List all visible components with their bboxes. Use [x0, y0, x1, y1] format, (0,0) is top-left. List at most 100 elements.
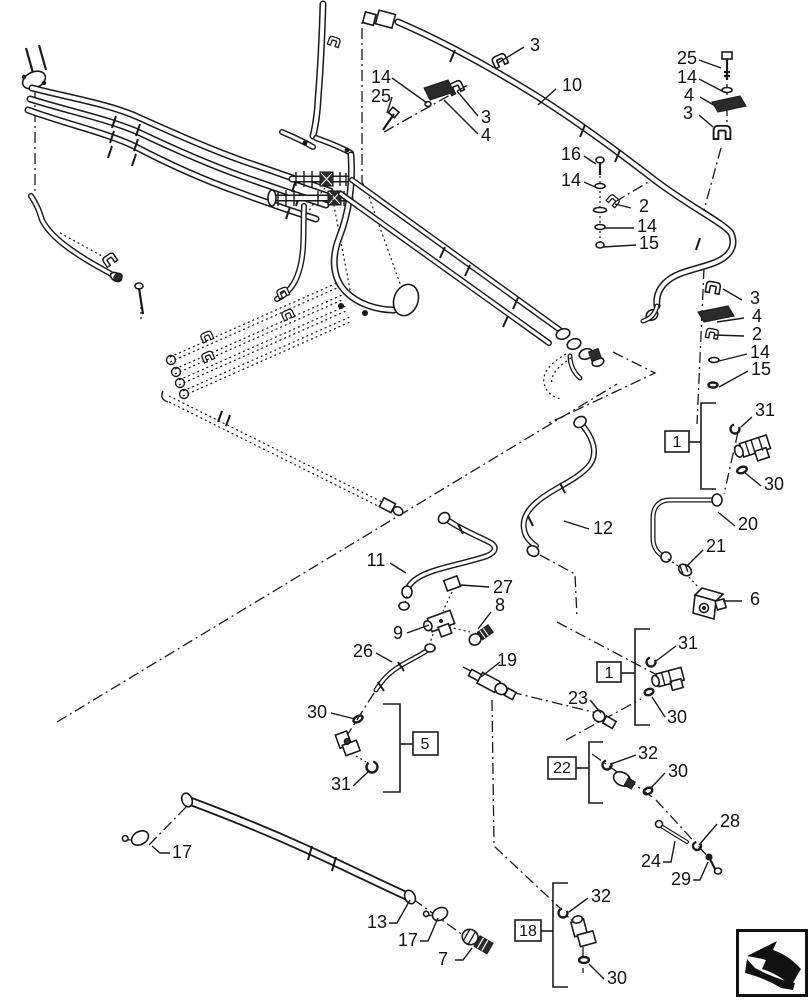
tube-26-group	[334, 643, 436, 774]
callout: 30	[307, 702, 356, 722]
fitting-8	[468, 624, 494, 646]
callout: 14	[371, 67, 428, 104]
callout: 31	[331, 771, 369, 794]
tube-24-group	[654, 819, 723, 875]
svg-text:25: 25	[371, 86, 391, 106]
callout: 10	[537, 75, 582, 106]
hose-clamp	[712, 124, 732, 140]
hose-10	[361, 9, 733, 324]
group-brackets	[383, 402, 716, 988]
svg-text:3: 3	[530, 35, 540, 55]
group-18-parts	[557, 907, 597, 965]
svg-text:4: 4	[752, 306, 762, 326]
callout: 16	[561, 144, 597, 165]
cap-27	[442, 574, 462, 593]
boxed-ref-18: 18	[514, 919, 542, 942]
callout: 9	[393, 623, 430, 643]
valve-cluster	[543, 327, 605, 400]
callout: 3	[683, 103, 714, 128]
svg-text:23: 23	[568, 688, 588, 708]
svg-text:15: 15	[751, 359, 771, 379]
boxed-ref-label: 1	[673, 434, 682, 451]
svg-text:17: 17	[398, 930, 418, 950]
wedge-plate	[423, 79, 455, 101]
svg-text:31: 31	[678, 633, 698, 653]
group-22-parts	[601, 759, 654, 796]
svg-text:14: 14	[677, 67, 697, 87]
arrow-icon	[747, 941, 801, 986]
svg-text:24: 24	[641, 851, 661, 871]
pipe-clamp	[101, 251, 119, 269]
callout: 17	[398, 917, 439, 950]
svg-text:28: 28	[720, 811, 740, 831]
svg-text:27: 27	[493, 577, 513, 597]
callout: 30	[743, 471, 784, 494]
wedge-plate	[697, 305, 735, 323]
svg-text:15: 15	[639, 233, 659, 253]
svg-text:4: 4	[684, 85, 694, 105]
callout: 20	[717, 511, 758, 534]
callout: 14	[677, 67, 723, 92]
hose-11	[398, 511, 495, 611]
svg-text:30: 30	[607, 968, 627, 988]
svg-text:3: 3	[750, 288, 760, 308]
callout: 32	[610, 743, 658, 765]
boxed-ref-5: 5	[412, 731, 439, 756]
callout: 2	[614, 196, 649, 216]
hose-clamp	[490, 51, 510, 70]
hose-clamp	[704, 280, 722, 295]
svg-text:8: 8	[495, 595, 505, 615]
boxed-ref-label: 22	[553, 760, 571, 777]
callout: 14	[604, 216, 657, 236]
callout: 30	[649, 761, 688, 790]
valve-6	[692, 587, 728, 621]
callout: 11	[367, 550, 407, 574]
callout: 30	[588, 963, 627, 988]
svg-text:19: 19	[497, 650, 517, 670]
callout: 26	[353, 641, 393, 663]
svg-text:30: 30	[307, 702, 327, 722]
svg-text:3: 3	[683, 103, 693, 123]
callout: 7	[438, 947, 473, 969]
callout: 4	[684, 85, 718, 108]
fitting-23	[592, 709, 618, 730]
clamp-stack-right	[697, 280, 735, 389]
clamp-hardware-top-left	[382, 51, 510, 133]
svg-text:31: 31	[755, 400, 775, 420]
boxed-ref-label: 5	[421, 736, 430, 753]
svg-text:13: 13	[367, 912, 387, 932]
boxed-ref-label: 1	[605, 665, 614, 682]
mid-bolt-stack	[592, 156, 651, 250]
callout: 15	[602, 233, 659, 253]
hose-13	[121, 792, 494, 955]
svg-text:14: 14	[637, 216, 657, 236]
svg-text:4: 4	[481, 125, 491, 145]
svg-text:30: 30	[668, 761, 688, 781]
svg-text:30: 30	[667, 707, 687, 727]
callout: 25	[371, 86, 393, 114]
svg-text:31: 31	[331, 774, 351, 794]
svg-text:32: 32	[638, 743, 658, 763]
svg-text:2: 2	[639, 196, 649, 216]
hose-clamp-17-left	[121, 829, 150, 847]
callout: 23	[568, 688, 602, 714]
center-junction-manifold	[267, 4, 408, 304]
svg-text:3: 3	[481, 107, 491, 127]
arrow-icon-base	[745, 959, 795, 990]
svg-text:21: 21	[706, 536, 726, 556]
svg-text:2: 2	[752, 324, 762, 344]
tube-20-group	[653, 493, 728, 621]
adapter-group-1-upper	[729, 423, 772, 475]
svg-text:11: 11	[367, 550, 386, 570]
callout: 8	[477, 595, 505, 630]
callout: 14	[561, 170, 596, 190]
tee-9	[422, 609, 456, 638]
svg-text:26: 26	[353, 641, 373, 661]
svg-text:30: 30	[764, 474, 784, 494]
boxed-ref-1-upper: 1	[664, 430, 690, 453]
svg-text:10: 10	[562, 75, 582, 95]
callout: 12	[563, 518, 613, 538]
callout: 3	[722, 288, 760, 308]
